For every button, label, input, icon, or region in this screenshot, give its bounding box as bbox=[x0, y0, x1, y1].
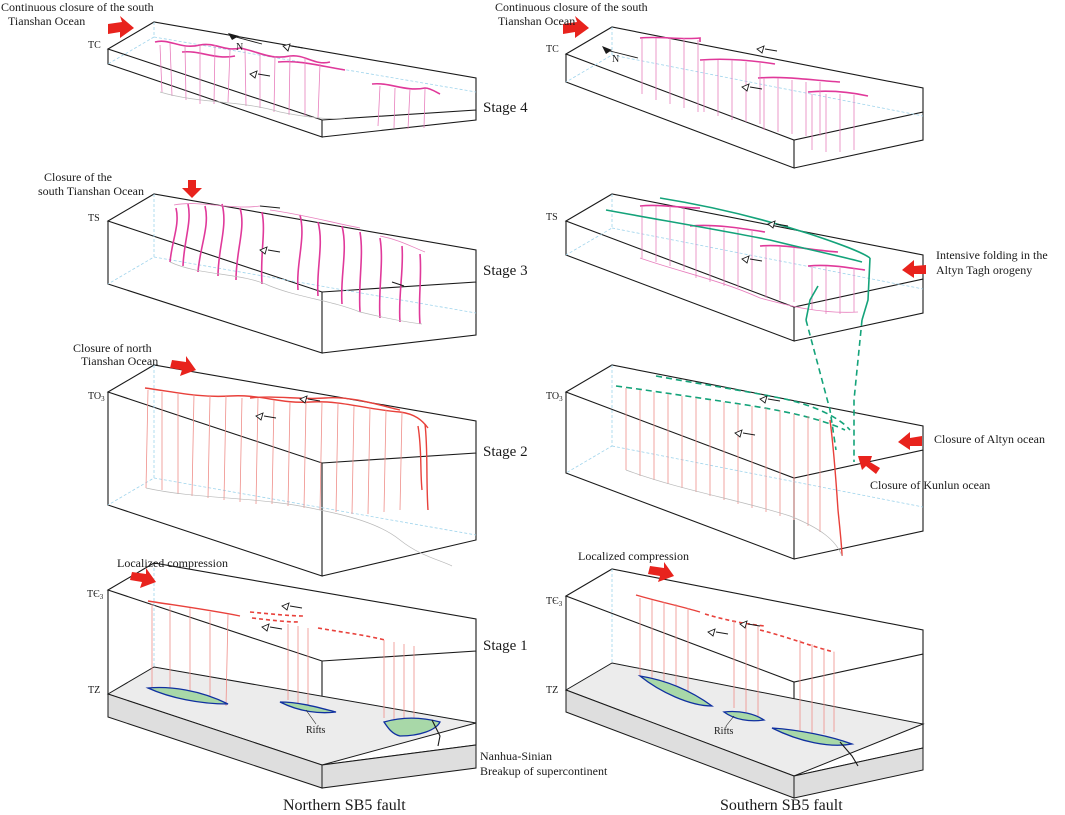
right-stage1-block bbox=[564, 568, 925, 799]
compression-arrow-kunlun bbox=[858, 456, 880, 474]
stage-4-label: Stage 4 bbox=[483, 100, 528, 116]
left-stage3-faults bbox=[169, 203, 426, 325]
north-label: N bbox=[236, 42, 243, 53]
left-s3-event-line2: south Tianshan Ocean bbox=[38, 184, 144, 198]
thrust-triangle bbox=[282, 43, 291, 52]
right-stage2-faults bbox=[615, 375, 851, 557]
base-event-line1: Nanhua-Sinian bbox=[480, 749, 552, 763]
north-arrow-right: N bbox=[602, 46, 639, 65]
left-stage2-block bbox=[106, 364, 477, 577]
right-s2-kunlun: Closure of Kunlun ocean bbox=[870, 478, 990, 492]
left-s4-event-line2: Tianshan Ocean bbox=[8, 14, 85, 28]
column-title-left: Northern SB5 fault bbox=[283, 797, 406, 814]
compression-arrow-left-s2 bbox=[170, 356, 196, 376]
horizon-tc-right: TC bbox=[546, 44, 559, 55]
compression-arrow-left-s4 bbox=[108, 16, 134, 38]
stage-1-label: Stage 1 bbox=[483, 638, 528, 654]
right-stage4-faults bbox=[639, 36, 869, 152]
column-title-right: Southern SB5 fault bbox=[720, 797, 843, 814]
thrust-triangle bbox=[756, 45, 765, 54]
left-s3-event-line1: Closure of the bbox=[44, 170, 112, 184]
rifts-label-left: Rifts bbox=[306, 725, 326, 736]
thrust-triangle bbox=[741, 255, 750, 264]
left-stage1-block bbox=[106, 562, 477, 789]
thrust-triangle bbox=[261, 623, 270, 632]
compression-arrow-altyn bbox=[898, 432, 922, 450]
right-stage4-block: N bbox=[564, 26, 924, 169]
compression-arrows bbox=[108, 16, 926, 588]
thrust-triangle bbox=[299, 395, 308, 404]
thrust-triangle bbox=[741, 83, 750, 92]
right-s4-event-line2: Tianshan Ocean bbox=[498, 14, 575, 28]
thrust-triangle bbox=[734, 429, 743, 438]
right-rifts bbox=[637, 674, 859, 767]
stage-3-label: Stage 3 bbox=[483, 263, 528, 279]
horizon-tz-right: TZ bbox=[546, 685, 558, 696]
left-s4-event-line1: Continuous closure of the south bbox=[1, 0, 154, 14]
compression-arrow-right-s3 bbox=[902, 260, 926, 278]
right-stage2-block bbox=[564, 319, 924, 560]
rifts-label-right: Rifts bbox=[714, 726, 734, 737]
left-stage2-faults bbox=[144, 387, 453, 567]
right-s2-altyn: Closure of Altyn ocean bbox=[934, 432, 1045, 446]
thrust-triangle bbox=[759, 395, 768, 404]
horizon-te-left: TЄ3 bbox=[87, 589, 104, 601]
basement-side bbox=[321, 744, 477, 789]
right-s3-event-line2: Altyn Tagh orogeny bbox=[936, 263, 1032, 277]
altyn-projection-lines bbox=[805, 319, 863, 462]
right-s3-event-line1: Intensive folding in the bbox=[936, 248, 1048, 262]
compression-arrow-right-s4 bbox=[563, 16, 589, 38]
horizon-tz-left: TZ bbox=[88, 685, 100, 696]
north-label: N bbox=[612, 54, 619, 65]
right-stage1-faults bbox=[635, 594, 835, 734]
horizon-tc-left: TC bbox=[88, 40, 101, 51]
basement-side bbox=[793, 747, 924, 799]
left-stage1-faults bbox=[147, 600, 415, 724]
horizon-to-left: TO3 bbox=[88, 391, 105, 403]
stage-2-label: Stage 2 bbox=[483, 444, 528, 460]
altyn-folding-traces bbox=[605, 197, 871, 321]
left-stage3-block bbox=[106, 193, 477, 354]
thrust-triangle bbox=[707, 628, 716, 637]
compression-arrow-left-s3 bbox=[182, 180, 202, 198]
horizon-ts-left: TS bbox=[88, 213, 100, 224]
thrust-triangle bbox=[767, 220, 776, 229]
left-s2-event-line2: Tianshan Ocean bbox=[81, 354, 158, 368]
left-s1-event: Localized compression bbox=[117, 556, 228, 570]
left-stage4-block: N bbox=[106, 21, 477, 138]
left-s2-event-line1: Closure of north bbox=[73, 341, 152, 355]
compression-arrow-left-s1 bbox=[130, 568, 156, 588]
horizon-ts-right: TS bbox=[546, 212, 558, 223]
compression-arrow-right-s1 bbox=[648, 562, 674, 582]
thrust-triangle bbox=[255, 412, 264, 421]
left-rifts bbox=[145, 686, 441, 747]
horizon-to-right: TO3 bbox=[546, 391, 563, 403]
right-stage3-block bbox=[564, 193, 924, 342]
horizon-te-right: TЄ3 bbox=[546, 596, 563, 608]
right-s4-event-line1: Continuous closure of the south bbox=[495, 0, 648, 14]
thrust-triangle bbox=[739, 620, 748, 629]
thrust-triangle bbox=[249, 70, 258, 79]
north-arrow-left: N bbox=[228, 33, 263, 53]
base-event-line2: Breakup of supercontinent bbox=[480, 764, 608, 778]
thrust-triangle bbox=[259, 246, 268, 255]
thrust-triangle bbox=[281, 602, 290, 611]
right-s1-event: Localized compression bbox=[578, 549, 689, 563]
left-stage4-faults bbox=[154, 40, 441, 130]
